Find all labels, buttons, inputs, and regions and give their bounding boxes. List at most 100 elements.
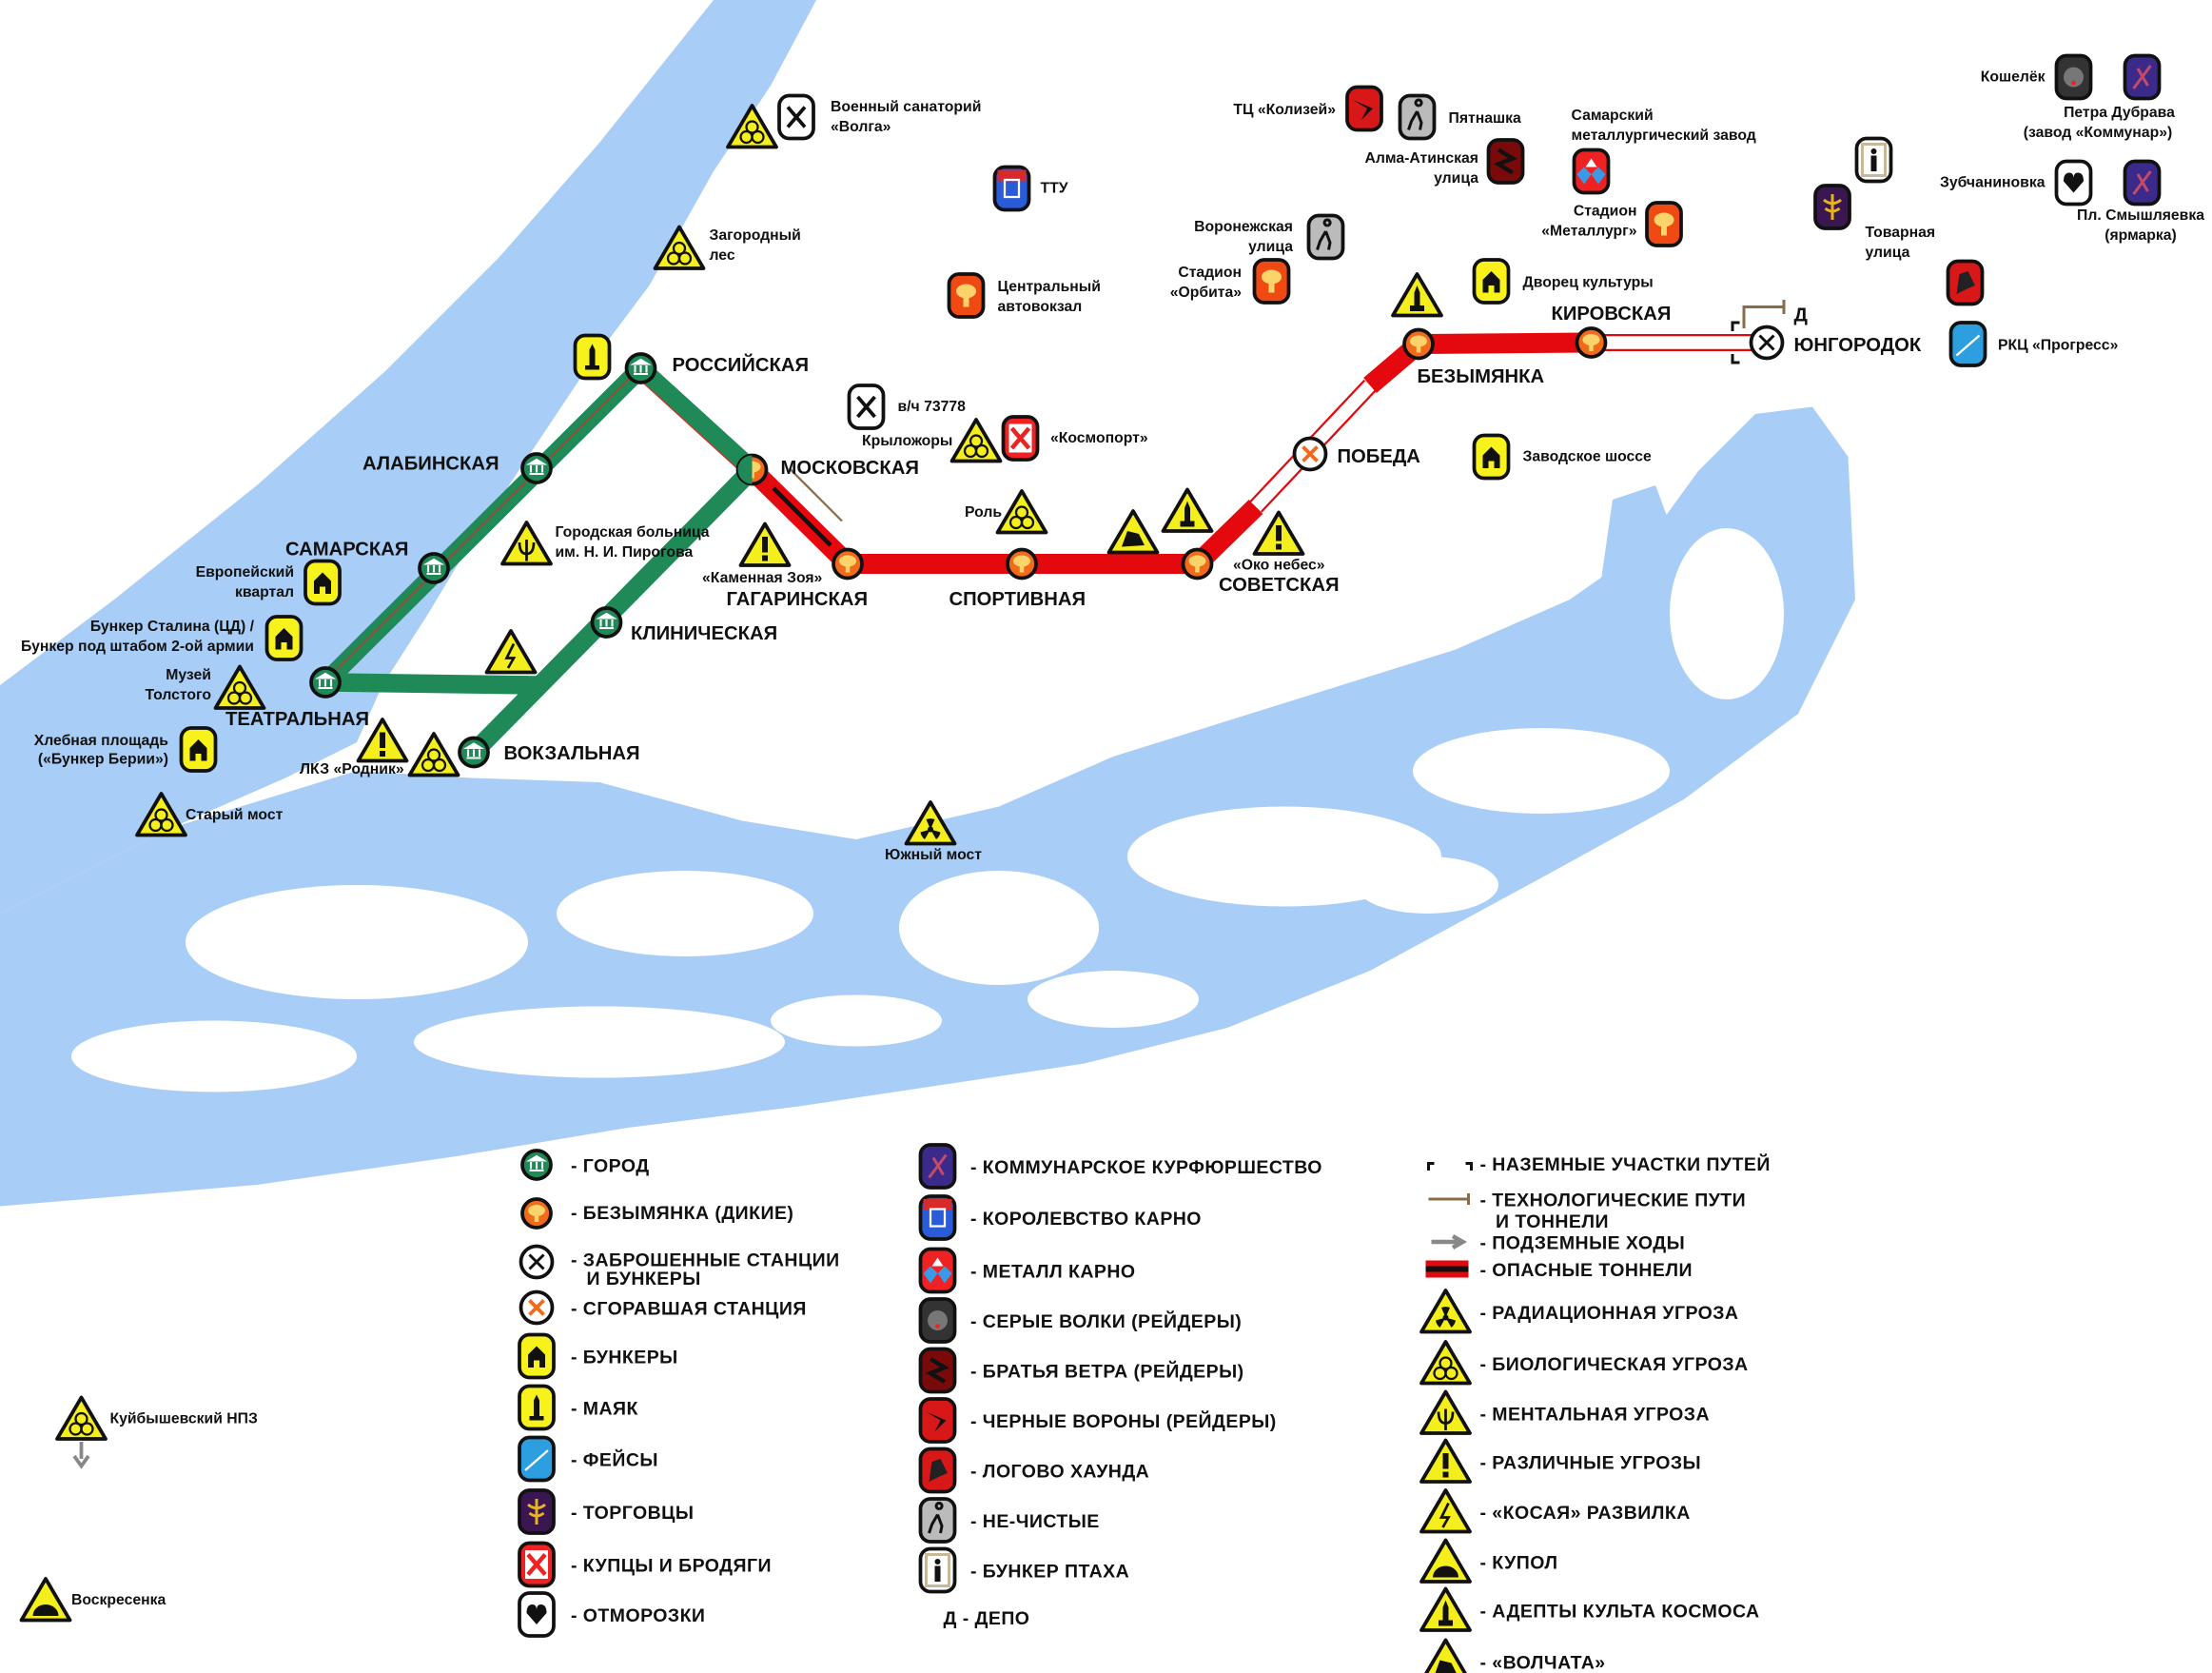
legend-label: - БУНКЕРЫ <box>571 1348 678 1368</box>
legend-label: - ПОДЗЕМНЫЕ ХОДЫ <box>1480 1233 1686 1254</box>
ptah-bunker-icon[interactable] <box>1857 139 1891 182</box>
station-label: ЮНГОРОДОК <box>1794 335 1922 356</box>
kommunar-icon[interactable] <box>2123 159 2162 207</box>
hound-lair-icon <box>918 1447 957 1494</box>
bunker-icon[interactable] <box>179 726 218 773</box>
poi-label: улица <box>1434 170 1478 187</box>
station-yungorodok[interactable] <box>1749 325 1785 361</box>
poi-label: металлургический завод <box>1572 128 1756 144</box>
hound-lair-icon[interactable] <box>1946 259 1985 306</box>
bunker-icon <box>518 1332 556 1380</box>
station-moskovskaya[interactable] <box>735 453 769 486</box>
station-klinicheskaya[interactable] <box>590 606 623 639</box>
stations: РОССИЙСКАЯ АЛАБИНСКАЯ САМАРСКАЯ ТЕАТРАЛЬ… <box>225 304 1922 769</box>
station-sportivnaya[interactable] <box>1006 547 1038 581</box>
river-floodplain <box>0 406 1855 1207</box>
legend-label: - БЕЗЫМЯНКА (ДИКИЕ) <box>571 1203 793 1224</box>
station-samarskaya[interactable] <box>418 552 450 584</box>
bio-threat-icon[interactable] <box>998 491 1047 533</box>
kommunar-icon <box>918 1143 957 1190</box>
poi-label: улица <box>1248 239 1293 255</box>
poi-label: Товарная <box>1866 225 1936 241</box>
station-rossiyskaya[interactable] <box>624 352 657 384</box>
legend-label: - ЗАБРОШЕННЫЕ СТАНЦИИ <box>571 1250 840 1271</box>
station-label: ПОБЕДА <box>1338 446 1421 467</box>
legend-label: - РАЗЛИЧНЫЕ УГРОЗЫ <box>1480 1453 1702 1474</box>
kommunar-icon[interactable] <box>2123 53 2162 101</box>
poi-label: Центральный <box>998 279 1101 295</box>
poi-label: (завод «Коммунар») <box>2024 125 2172 141</box>
nechistye-icon[interactable] <box>1306 213 1345 261</box>
station-label: СОВЕТСКАЯ <box>1219 575 1340 596</box>
torgovcy-icon[interactable] <box>1813 184 1851 230</box>
poi-label: автовокзал <box>998 299 1083 315</box>
legend-label: - ТОРГОВЦЫ <box>571 1503 694 1524</box>
torgovcy-icon <box>518 1488 556 1535</box>
legend-label: - ГОРОД <box>571 1156 650 1177</box>
bezymyanka-icon[interactable] <box>1645 201 1683 247</box>
feisy-icon[interactable] <box>1948 321 1987 367</box>
black-crows-icon[interactable] <box>1345 85 1383 132</box>
otmorozki-icon <box>519 1593 554 1636</box>
station-alabinskaya[interactable] <box>520 452 553 484</box>
legend-column-3: - НАЗЕМНЫЕ УЧАСТКИ ПУТЕЙ - ТЕХНОЛОГИЧЕСК… <box>1421 1152 1770 1673</box>
bunker-icon[interactable] <box>1472 433 1511 481</box>
station-label: СПОРТИВНАЯ <box>949 589 1086 610</box>
poi-label: Стадион <box>1574 204 1637 220</box>
otmorozki-icon[interactable] <box>2057 162 2091 205</box>
legend-label: Д - ДЕПО <box>944 1608 1030 1629</box>
brothers-of-wind-icon <box>921 1349 955 1392</box>
ptah-bunker-icon <box>921 1549 955 1592</box>
station-teatralnaya[interactable] <box>309 666 342 699</box>
surface-track-icon <box>1427 1162 1473 1171</box>
poi-label: Петра Дубрава <box>2064 105 2175 121</box>
nechistye-icon[interactable] <box>1398 93 1437 141</box>
mental-threat-icon[interactable] <box>502 522 551 564</box>
water <box>0 0 1855 1207</box>
poi-label: «Металлург» <box>1541 224 1636 240</box>
various-threat-icon[interactable] <box>741 524 790 566</box>
bezymyanka-icon[interactable] <box>947 272 986 319</box>
poi-label: (ярмарка) <box>2104 227 2177 244</box>
legend-label: - КОММУНАРСКОЕ КУРФЮРШЕСТВО <box>970 1157 1322 1178</box>
poi-label: Военный санаторий <box>831 99 981 115</box>
legend-label: - БРАТЬЯ ВЕТРА (РЕЙДЕРЫ) <box>970 1360 1244 1383</box>
brothers-of-wind-icon[interactable] <box>1489 140 1523 183</box>
volchata-icon[interactable] <box>1109 511 1158 553</box>
kupcy-icon[interactable] <box>1004 417 1038 460</box>
legend-label: - КУПЦЫ И БРОДЯГИ <box>571 1556 772 1577</box>
various-threat-icon[interactable] <box>1255 513 1303 555</box>
station-gagarinskaya[interactable] <box>832 547 864 581</box>
station-bezymyanka[interactable] <box>1402 327 1435 361</box>
karno-icon[interactable] <box>992 165 1031 212</box>
poi-label: Городская больница <box>556 524 710 541</box>
station-sovetskaya[interactable] <box>1181 547 1214 581</box>
legend-label: - ТЕХНОЛОГИЧЕСКИЕ ПУТИ <box>1480 1191 1747 1211</box>
legend-label: - ЛОГОВО ХАУНДА <box>970 1462 1149 1483</box>
station-pobeda[interactable] <box>1292 436 1328 472</box>
poi-label: лес <box>710 247 735 264</box>
poi-label: Пятнашка <box>1449 110 1522 127</box>
grey-wolves-icon[interactable] <box>2054 53 2093 101</box>
bio-threat-icon[interactable] <box>410 734 459 776</box>
space-cult-icon[interactable] <box>1393 274 1441 316</box>
space-cult-icon[interactable] <box>1164 490 1212 532</box>
station-kirovskaya[interactable] <box>1575 326 1608 359</box>
station-vokzalnaya[interactable] <box>458 736 490 769</box>
mayak-icon[interactable] <box>573 333 612 381</box>
bunker-icon[interactable] <box>264 615 303 661</box>
tech-track-icon <box>1428 1193 1470 1205</box>
bezymyanka-icon[interactable] <box>1252 258 1291 305</box>
metall-karno-icon[interactable] <box>1572 148 1611 195</box>
bunker-icon[interactable] <box>1472 258 1511 305</box>
kosaya-fork-icon[interactable] <box>487 631 536 673</box>
abandoned-bunker-icon[interactable] <box>850 385 884 428</box>
kupol-icon[interactable] <box>22 1579 70 1621</box>
poi-label: Куйбышевский НПЗ <box>110 1411 258 1427</box>
station-label: РОССИЙСКАЯ <box>673 353 810 376</box>
bio-threat-icon[interactable] <box>952 420 1001 462</box>
bio-threat-icon[interactable] <box>57 1398 106 1440</box>
bunker-icon[interactable] <box>303 559 342 606</box>
poi-label: ТЦ «Колизей» <box>1233 102 1336 118</box>
abandoned-bunker-icon[interactable] <box>779 96 813 139</box>
